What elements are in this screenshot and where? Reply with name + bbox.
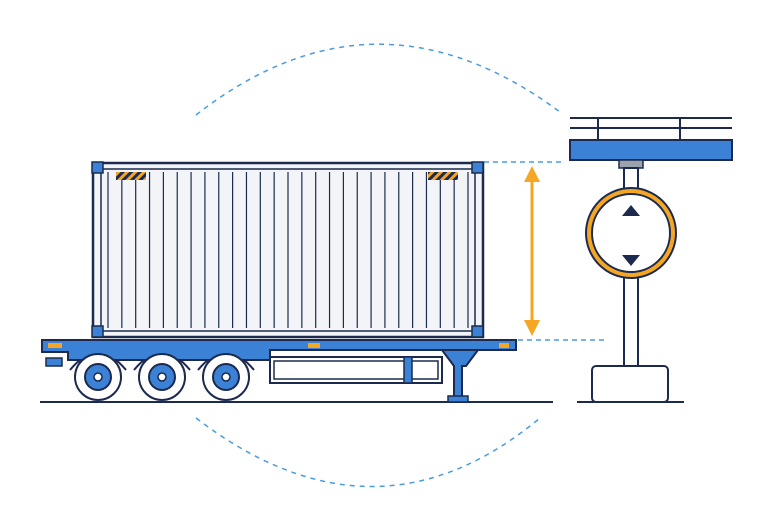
triangle-up-icon	[622, 205, 640, 216]
overpass-deck	[569, 117, 733, 161]
clearance-sign	[585, 159, 677, 403]
bottom-dashed-arc	[195, 417, 541, 488]
top-dashed-arc	[195, 43, 561, 116]
trailer-wheels	[74, 353, 250, 401]
rear-light	[48, 343, 62, 348]
sign-face-inner	[591, 193, 671, 273]
sign-base	[591, 365, 669, 403]
corner-casting	[91, 325, 104, 338]
container-ribs	[107, 172, 469, 328]
corner-casting	[91, 161, 104, 174]
warning-stripe-left	[116, 172, 146, 180]
skirt-post	[403, 356, 413, 384]
height-arrow-icon	[524, 166, 540, 336]
front-light	[499, 343, 509, 348]
sign-face	[586, 188, 676, 278]
corner-casting	[471, 161, 484, 174]
triangle-down-icon	[622, 255, 640, 266]
flatbed-trailer	[41, 339, 517, 403]
sign-face-outline	[585, 187, 677, 279]
wheel	[202, 353, 250, 401]
wheel	[138, 353, 186, 401]
corner-casting	[471, 325, 484, 338]
shipping-container	[91, 161, 485, 339]
side-marker	[308, 343, 320, 348]
landing-gear	[440, 349, 480, 399]
sign-cap	[618, 159, 644, 169]
rear-bumper	[45, 357, 63, 367]
warning-stripe-right	[428, 172, 458, 180]
landing-gear-foot	[447, 395, 469, 403]
side-skirt-inner	[273, 360, 439, 380]
wheel	[74, 353, 122, 401]
